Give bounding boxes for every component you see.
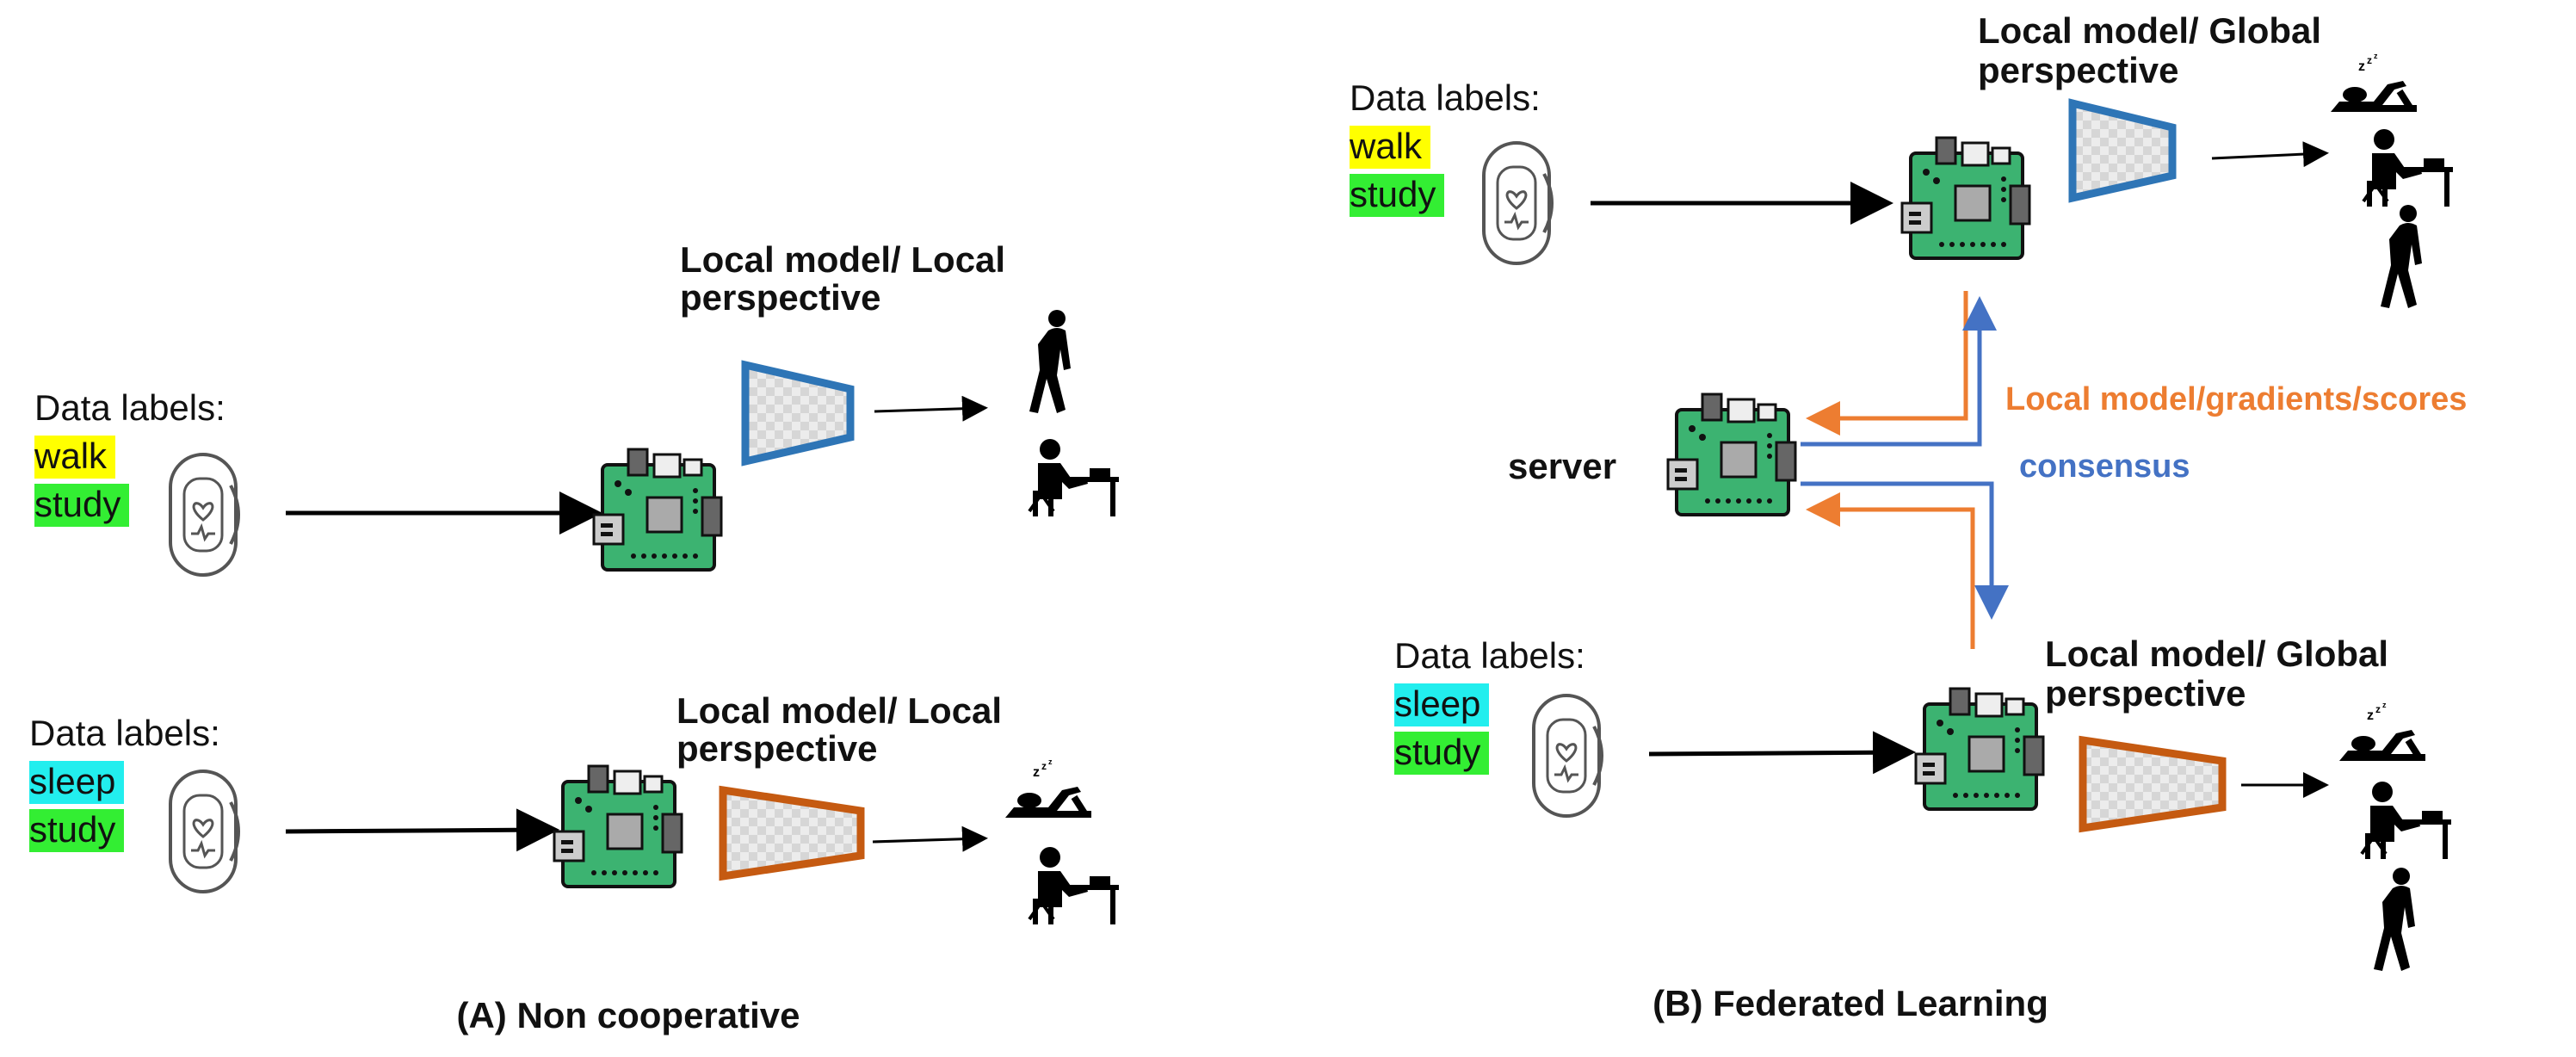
label-highlight-sleep	[29, 761, 124, 804]
consensus-arrow-top	[1801, 296, 1997, 447]
label-study: study	[1394, 732, 1480, 772]
panel-a-bottom-row: Data labels: sleep study Local model/ Lo…	[29, 690, 1121, 926]
label-highlight-study	[29, 809, 124, 852]
consensus-label: consensus	[2019, 448, 2190, 485]
label-study: study	[34, 484, 120, 524]
model-caption-line2: perspective	[1978, 50, 2178, 90]
sleeping-person-icon	[1005, 757, 1091, 818]
model-caption-line1: Local model/ Local	[676, 690, 1002, 731]
model-caption-line1: Local model/ Global	[1978, 10, 2321, 51]
circuit-board-icon	[592, 448, 723, 572]
upload-arrow-top	[1806, 291, 1968, 436]
model-caption-line2: perspective	[676, 728, 877, 769]
model-trapezoid-icon	[2079, 735, 2227, 833]
sleeping-person-icon	[2339, 701, 2425, 761]
output-arrow	[874, 395, 988, 422]
model-trapezoid-icon	[741, 360, 855, 467]
label-highlight-walk	[34, 436, 115, 479]
consensus-arrow-bottom	[1801, 481, 2009, 620]
label-highlight-study	[34, 484, 129, 527]
studying-person-icon	[1028, 845, 1121, 926]
label-walk: walk	[34, 436, 108, 476]
upload-label: Local model/gradients/scores	[2005, 381, 2467, 417]
label-sleep: sleep	[29, 761, 115, 801]
model-trapezoid-icon	[719, 785, 865, 881]
studying-person-icon	[2360, 780, 2453, 861]
panel-b: Data labels: walk study Local model/ Glo…	[1349, 10, 2467, 1023]
panel-b-title: (B) Federated Learning	[1652, 983, 2048, 1023]
studying-person-icon	[1028, 437, 1121, 518]
circuit-board-icon	[1914, 687, 2045, 811]
output-arrow	[872, 825, 988, 852]
model-trapezoid-icon	[2068, 98, 2177, 203]
label-walk: walk	[1349, 126, 1423, 166]
data-arrow	[1648, 731, 1916, 775]
label-study: study	[29, 809, 115, 850]
panel-b-top-client: Data labels: walk study Local model/ Glo…	[1349, 10, 2455, 308]
server-label: server	[1508, 446, 1616, 486]
smartwatch-icon	[169, 770, 240, 893]
data-labels-title: Data labels:	[29, 713, 220, 753]
circuit-board-icon	[553, 764, 683, 888]
walking-person-icon	[1029, 310, 1071, 413]
model-caption-line2: perspective	[680, 277, 880, 318]
circuit-board-icon	[1666, 393, 1797, 516]
panel-a-top-row: Data labels: walk study Local model/ Loc…	[34, 239, 1121, 577]
panel-a: Data labels: walk study Local model/ Loc…	[29, 239, 1121, 1035]
label-highlight-study	[1350, 174, 1444, 217]
panel-b-bottom-client: Data labels: sleep study Local model/ Gl…	[1394, 634, 2453, 971]
label-sleep: sleep	[1394, 683, 1480, 724]
sleeping-person-icon	[2331, 52, 2417, 112]
studying-person-icon	[2362, 127, 2455, 208]
walking-person-icon	[2374, 868, 2415, 971]
model-caption-line1: Local model/ Global	[2045, 634, 2388, 674]
label-highlight-walk	[1350, 126, 1430, 169]
label-study: study	[1350, 174, 1436, 214]
walking-person-icon	[2381, 205, 2422, 308]
circuit-board-icon	[1900, 136, 2031, 260]
data-labels-title: Data labels:	[34, 387, 225, 428]
server-node: server	[1508, 393, 1797, 516]
smartwatch-icon	[1482, 141, 1554, 265]
data-labels-title: Data labels:	[1394, 635, 1585, 676]
panel-a-title: (A) Non cooperative	[456, 995, 800, 1035]
model-caption-line1: Local model/ Local	[680, 239, 1005, 280]
smartwatch-icon	[1532, 694, 1603, 818]
label-highlight-sleep	[1394, 683, 1489, 726]
output-arrow	[2211, 141, 2329, 168]
label-highlight-study	[1394, 732, 1489, 775]
data-labels-title: Data labels:	[1350, 77, 1541, 118]
data-arrow	[285, 808, 559, 852]
upload-arrow-bottom	[1806, 492, 1975, 649]
model-caption-line2: perspective	[2045, 673, 2246, 714]
smartwatch-icon	[169, 453, 240, 577]
